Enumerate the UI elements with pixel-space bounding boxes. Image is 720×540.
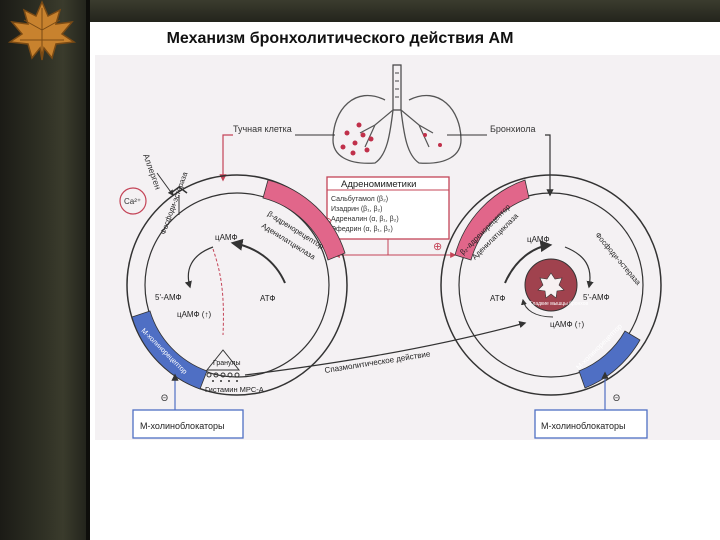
calcium-label: Ca²⁺ [124,197,141,206]
right-cell: β₂-адренорецептор Аденилатциклаза М-холи… [440,174,662,396]
right-atp-to-camp-arrow [504,240,553,284]
left-camp-to-amp-arrow [184,246,214,289]
allergen-label: Аллерген [141,152,163,191]
m-blockers-left-box: М-холиноблокаторы [132,409,244,439]
adrenomimetics-box: Адреномиметики Сальбутамол (β₂) Изадрин … [326,176,450,240]
granule-dots [206,372,240,378]
left-m-receptor-band [131,310,208,390]
left-cell: β-адренорецептор Аденилатциклаза М-холин… [126,170,348,396]
left-m-receptor-label: М-холинорецептор [140,327,188,375]
m-blockers-left-label: М-холиноблокаторы [140,421,225,431]
diagram-svg: Тучная клетка Бронхиола Аллерген Ca²⁺ Ад… [119,64,662,439]
slide-topbar [90,0,720,22]
slide-sidebar [0,0,90,540]
plus-sign-right: ⊕ [433,241,442,253]
left-atp-to-camp-arrow [230,238,286,284]
right-receptor-band [454,179,530,261]
receptor-y-icon [170,186,188,194]
minus-sign-right: Θ [613,393,620,403]
granule-triangle [205,349,241,371]
right-atp-label: АТФ [490,294,505,303]
mast-cell-label: Тучная клетка [233,124,292,134]
adrenomimetics-header: Адреномиметики [341,179,416,190]
diagram-figure: Тучная клетка Бронхиола Аллерген Ca²⁺ Ад… [95,55,720,440]
adrenomimetics-item: Эфедрин (α, β₁, β₂) [331,226,393,233]
right-camp-to-amp-arrow [564,246,594,289]
left-amp-label: 5'-АМФ [155,293,182,302]
left-camp-inhibition [212,248,224,336]
adrenomimetics-item: Адреналин (α, β₁, β₂) [331,216,399,223]
mediators-label: Гистамин МРС-А [205,385,264,394]
smooth-muscle-label: Гладкие мышцы бронхов [530,301,588,307]
adrenomimetics-item: Изадрин (β₁, β₂) [331,206,383,213]
left-receptor-band [262,179,346,261]
m-blockers-right-label: М-холиноблокаторы [541,421,626,431]
left-camp-label: цАМФ [215,233,238,242]
bronchiole-label: Бронхиола [490,124,535,134]
left-camp-up-label: цАМФ (↑) [177,310,211,319]
right-m-receptor-band [578,330,641,389]
m-blockers-right-box: М-холиноблокаторы [534,409,648,439]
calcium-circle [119,187,147,215]
right-camp-up-label: цАМФ (↑) [550,320,584,329]
spasmolytic-arrow [244,321,527,376]
mast-cell-connector [219,134,233,182]
bronchus-lumen-icon [537,272,565,299]
left-atp-label: АТФ [260,294,275,303]
right-pde-label: Фосфоди-эстераза [593,231,643,288]
right-camp-to-muscle-arrow [521,298,554,318]
slide-title: Механизм бронхолитического действия АМ [166,30,514,47]
adrenomimetics-item: Сальбутамол (β₂) [331,195,388,203]
granules-label: Гранулы [213,360,241,367]
bronchiole-connector [545,134,554,197]
right-amp-label: 5'-АМФ [583,293,610,302]
lungs-illustration [332,64,462,164]
sidebar-divider [86,0,90,540]
minus-sign-left: Θ [161,393,168,403]
maple-leaf-icon [7,0,77,61]
right-camp-label: цАМФ [527,235,550,244]
